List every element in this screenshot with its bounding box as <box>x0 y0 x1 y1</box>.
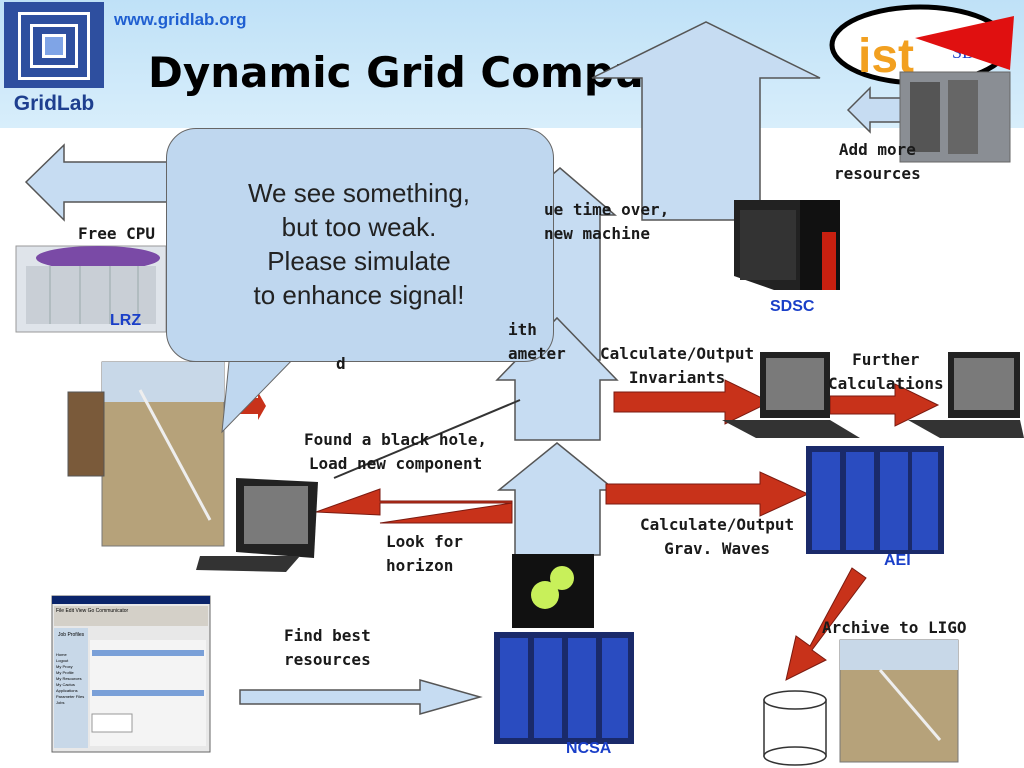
aei-cluster <box>806 446 944 554</box>
laptop-further <box>908 352 1024 438</box>
up-arrow-queue <box>591 21 821 221</box>
site-url[interactable]: www.gridlab.org <box>114 10 247 29</box>
label-add-resources: Add more resources <box>834 140 921 183</box>
ist-logo: ist SDSC <box>829 4 1014 86</box>
portal-sidebar: Home Logout My Proxy My Profile My Resou… <box>56 652 84 706</box>
portal-heading: Job Profiles <box>58 632 85 638</box>
red-arrow-invariants <box>613 379 772 425</box>
label-free-cpu: Free CPU <box>78 224 156 243</box>
site-ncsa: NCSA <box>566 740 612 757</box>
portal-sidebar-item[interactable]: Logout <box>56 658 69 663</box>
label-archive-ligo: Archive to LIGO <box>822 618 967 637</box>
portal-sidebar-item[interactable]: My Proxy <box>56 664 73 669</box>
logo-text: GridLab <box>13 92 95 115</box>
portal-menu-go[interactable]: Go <box>87 608 95 614</box>
portal-sidebar-item[interactable]: My Cactus <box>56 682 75 687</box>
label-calc-invariants: Calculate/Output Invariants <box>600 344 755 387</box>
gridlab-logo <box>4 2 104 88</box>
portal-sidebar-item[interactable]: Jobs <box>56 700 65 705</box>
site-lrz: LRZ <box>110 312 142 329</box>
site-aei: AEI <box>884 552 911 569</box>
label-partial-d: d <box>336 354 346 373</box>
label-further-calc: Further Calculations <box>828 350 944 393</box>
ncsa-cluster <box>494 632 634 744</box>
portal-menu: File Edit View Go Communicator <box>56 608 128 614</box>
red-arrow-ligo <box>785 567 867 681</box>
site-sdsc: SDSC <box>770 298 815 315</box>
portal-menu-communicator[interactable]: Communicator <box>95 608 129 614</box>
portal-sidebar-item[interactable]: Parameter Files <box>56 694 85 699</box>
label-find-resources: Find best resources <box>284 626 371 669</box>
callout-text: We see something, but too weak. Please s… <box>247 178 471 310</box>
portal-menu-edit[interactable]: Edit <box>65 608 75 614</box>
black-hole-image <box>512 554 594 628</box>
light-arrow-find <box>239 679 483 715</box>
portal-sidebar-item[interactable]: Home <box>56 652 67 657</box>
up-arrow-center-mid <box>495 316 619 441</box>
library-photo <box>67 391 105 477</box>
label-calc-waves: Calculate/Output Grav. Waves <box>640 515 795 558</box>
storage-cylinder <box>763 690 827 766</box>
pointer-line <box>333 399 521 479</box>
speech-callout <box>166 128 554 362</box>
red-arrow-further <box>829 383 940 427</box>
red-arrow-waves <box>605 471 810 517</box>
portal-sidebar-item[interactable]: My Profile <box>56 670 74 675</box>
portal-window <box>51 595 211 753</box>
sdsc-machine <box>734 200 840 290</box>
portal-menu-view[interactable]: View <box>75 608 87 614</box>
label-with-parameter: ith ameter <box>508 320 566 363</box>
laptop-invariants <box>722 352 860 438</box>
laptop-horizon <box>196 478 318 572</box>
portal-sidebar-item[interactable]: My Resources <box>56 676 82 681</box>
portal-menu-file[interactable]: File <box>56 608 65 614</box>
red-arrow-horizon <box>315 488 513 524</box>
portal-sidebar-item[interactable]: Applications <box>56 688 78 693</box>
label-look-horizon: Look for horizon <box>386 532 464 575</box>
label-found-black-hole: Found a black hole, Load new component <box>304 430 488 473</box>
label-queue-time: ue time over, new machine <box>544 200 670 243</box>
